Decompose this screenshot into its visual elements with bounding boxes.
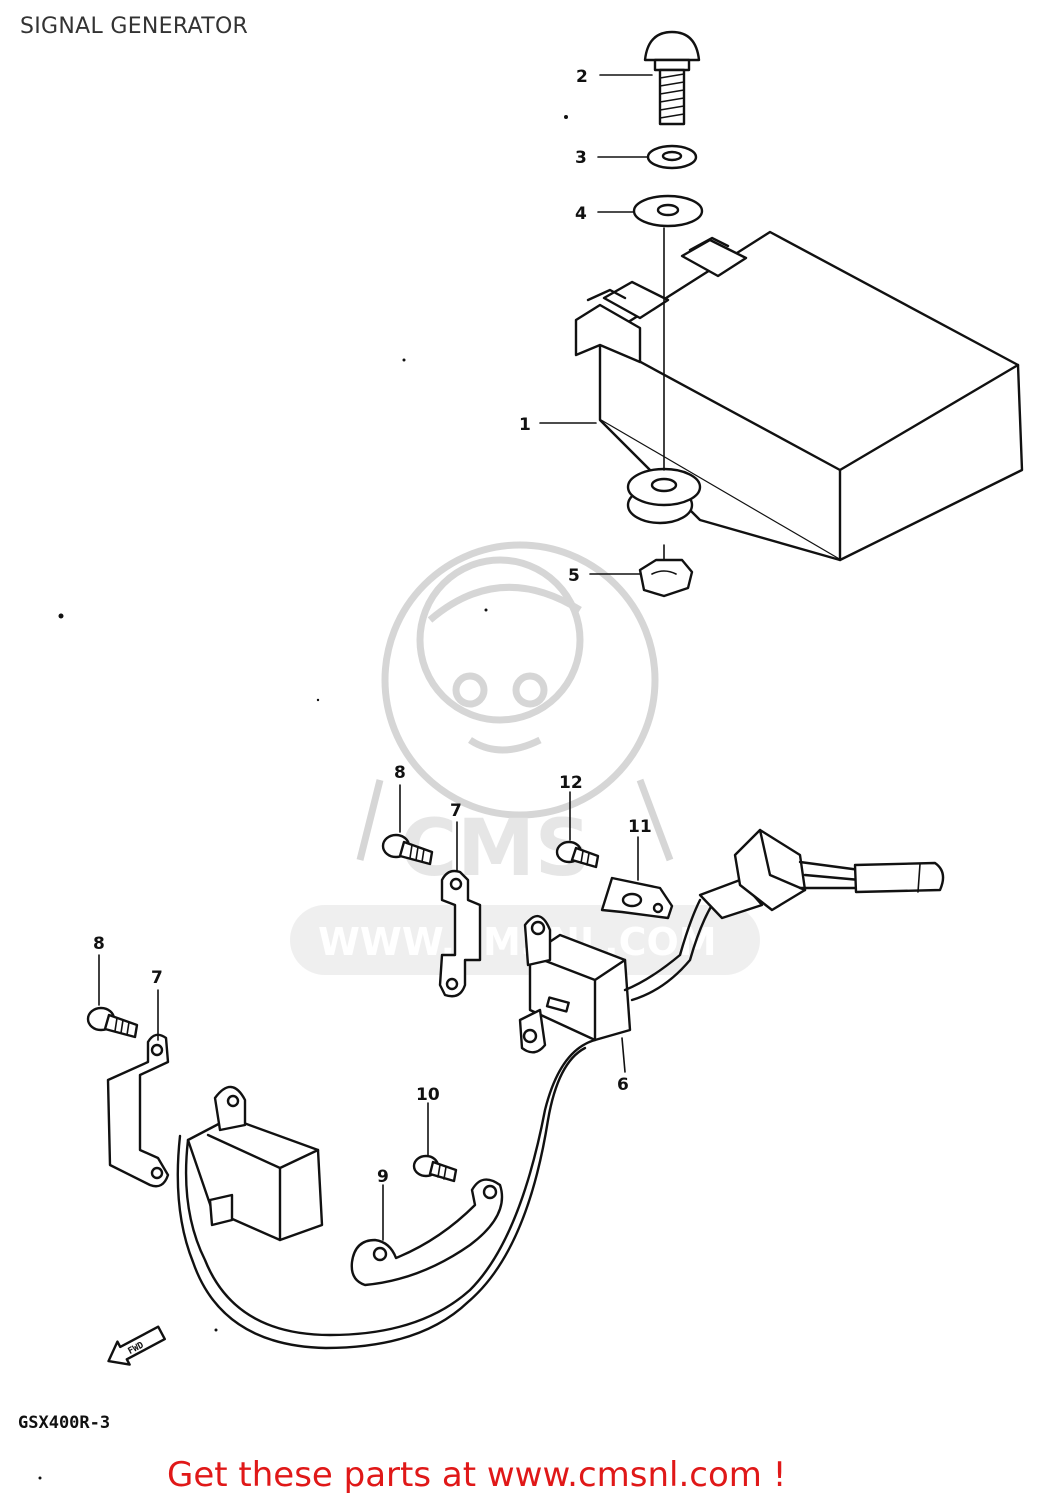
callout-8-lower: 8 — [93, 934, 105, 954]
model-code: GSX400R-3 — [18, 1413, 111, 1433]
part-screw-10[interactable] — [412, 1154, 458, 1183]
forward-arrow-icon: FWD — [107, 1325, 166, 1366]
callout-6: 6 — [617, 1075, 629, 1095]
part-igniter-unit-1[interactable] — [574, 230, 1024, 562]
callout-4: 4 — [575, 204, 587, 224]
part-bolt-8-lower[interactable] — [86, 1006, 139, 1039]
part-clamp-11[interactable] — [600, 876, 674, 920]
callout-5: 5 — [568, 566, 580, 586]
part-bolt-8-upper[interactable] — [381, 833, 434, 866]
callout-11: 11 — [628, 817, 652, 837]
part-bracket-7-lower[interactable] — [106, 1033, 170, 1188]
watermark-url: WWW.CMSNL.COM — [318, 920, 717, 964]
part-screw-12[interactable] — [555, 840, 600, 869]
part-washer-4[interactable] — [632, 194, 704, 228]
watermark-logo: CMS WWW.CMSNL.COM — [290, 541, 760, 975]
callout-9: 9 — [377, 1167, 389, 1187]
promo-link[interactable]: Get these parts at www.cmsnl.com ! — [167, 1455, 787, 1495]
callout-2: 2 — [576, 67, 588, 87]
callout-8-upper: 8 — [394, 763, 406, 783]
part-plate-9[interactable] — [350, 1178, 504, 1287]
callout-7-upper: 7 — [450, 801, 462, 821]
callout-1: 1 — [519, 415, 531, 435]
part-screw-2[interactable] — [643, 30, 701, 126]
part-pickup-coil-6[interactable] — [176, 828, 945, 1350]
diagram-title: SIGNAL GENERATOR — [20, 14, 249, 39]
part-bracket-7-upper[interactable] — [438, 869, 482, 998]
callout-10: 10 — [416, 1085, 440, 1105]
part-lock-washer-3[interactable] — [646, 144, 698, 170]
part-nut-5[interactable] — [638, 544, 694, 598]
leader-lines — [98, 74, 653, 1241]
scan-specks — [38, 115, 568, 1480]
callout-12: 12 — [559, 773, 583, 793]
callout-3: 3 — [575, 148, 587, 168]
callout-7-lower: 7 — [151, 968, 163, 988]
